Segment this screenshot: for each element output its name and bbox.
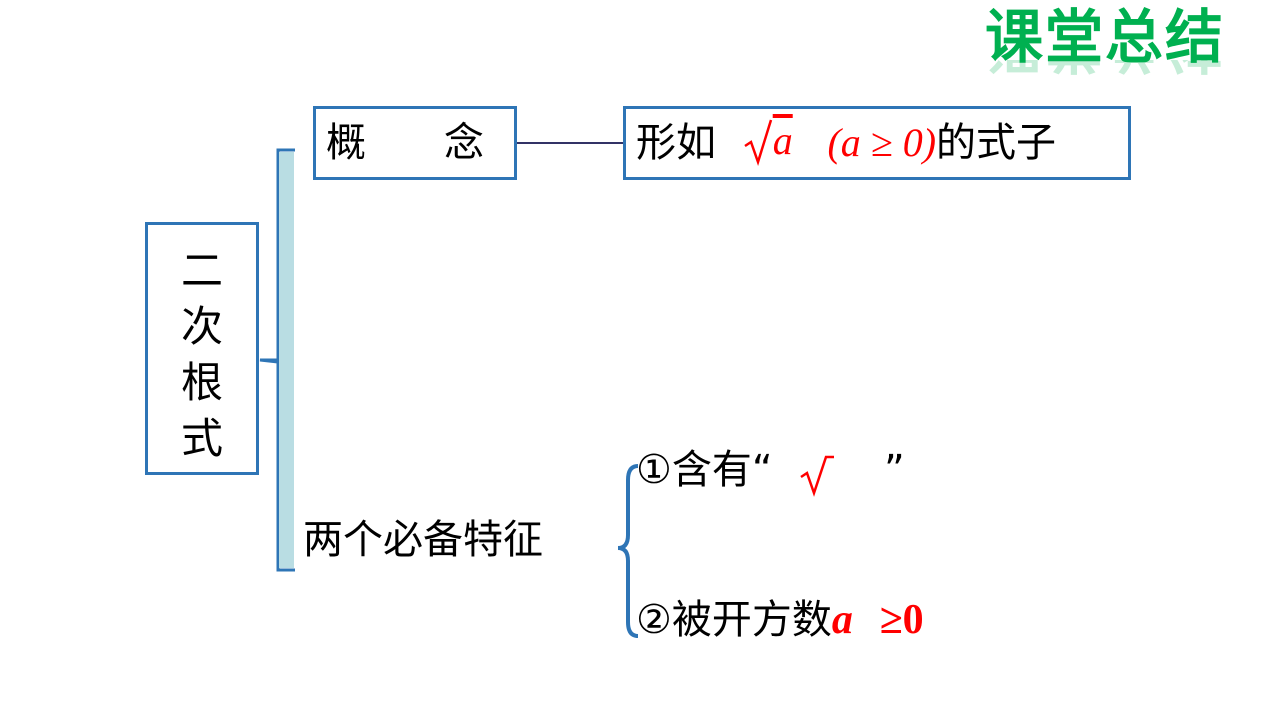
definition-prefix: 形如 (636, 120, 716, 166)
concept-box: 概念 (313, 106, 517, 180)
feature-1-text: ①含有 (636, 447, 752, 493)
main-topic-char: 根 (180, 358, 223, 407)
main-topic-box: 二 次 根 式 (145, 222, 259, 475)
sqrt-symbol-icon (744, 119, 772, 166)
features-brace (617, 464, 639, 638)
main-topic-char: 式 (180, 414, 223, 463)
feature-2-condition: ≥0 (879, 597, 924, 643)
feature-item-2: ②被开方数a ≥0 (636, 592, 924, 648)
definition-radicand: a (772, 118, 793, 163)
feature-2-text: ②被开方数 (636, 597, 832, 643)
main-topic-label: 二 次 根 式 (148, 243, 256, 467)
feature-1-open-quote: “ (751, 447, 773, 493)
definition-condition: (a ≥ 0) (827, 120, 937, 165)
features-label: 两个必备特征 (303, 517, 543, 563)
main-topic-char: 二 (180, 246, 223, 295)
definition-text: 形如 a (a ≥ 0)的式子 (636, 109, 1056, 177)
header: 课堂总结 课堂总结 (985, 2, 1245, 92)
feature-item-1: ①含有“ ” (636, 442, 905, 498)
definition-box: 形如 a (a ≥ 0)的式子 (623, 106, 1131, 180)
main-brace-fill (279, 152, 294, 568)
concept-label: 概念 (326, 120, 562, 166)
feature-1-close-quote: ” (884, 447, 905, 493)
feature-2-variable: a (831, 597, 853, 643)
definition-suffix: 的式子 (936, 120, 1057, 166)
main-brace (259, 148, 295, 572)
sqrt-symbol-icon (800, 455, 835, 497)
slide-title: 课堂总结 (985, 3, 1226, 71)
main-topic-char: 次 (180, 302, 223, 351)
